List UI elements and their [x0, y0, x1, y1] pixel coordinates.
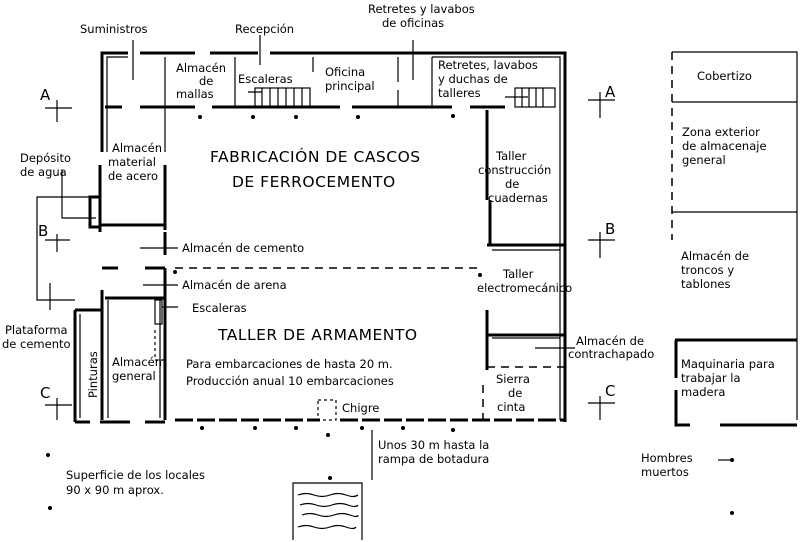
label-superficie: Superficie de los locales: [66, 468, 205, 482]
section-c-right: C: [605, 382, 615, 400]
label-escaleras-left: Escaleras: [192, 301, 247, 315]
svg-text:de acero: de acero: [108, 169, 158, 183]
label-plataforma: Plataforma: [5, 323, 68, 337]
launch-ramp-pond: [292, 482, 363, 540]
section-c-left: C: [40, 384, 50, 402]
water-tank: [36, 170, 102, 310]
label-almacen-contrachapado: Almacén de: [576, 334, 644, 348]
svg-text:de agua: de agua: [20, 165, 67, 179]
svg-text:90 x 90 m aprox.: 90 x 90 m aprox.: [66, 483, 164, 497]
svg-text:material: material: [108, 155, 156, 169]
section-markers: A B C A B C: [38, 83, 616, 420]
label-pinturas: Pinturas: [86, 351, 100, 398]
svg-text:de: de: [508, 386, 522, 400]
section-b-left: B: [38, 222, 48, 240]
label-sierra-cinta: Sierra: [496, 372, 530, 386]
svg-text:de cemento: de cemento: [2, 337, 71, 351]
label-taller-cuadernas: Taller: [495, 149, 527, 163]
svg-text:talleres: talleres: [438, 86, 481, 100]
svg-text:rampa de botadura: rampa de botadura: [378, 452, 489, 466]
svg-text:tablones: tablones: [681, 277, 730, 291]
label-almacen-cemento: Almacén de cemento: [182, 241, 304, 255]
svg-text:electromecánico: electromecánico: [477, 281, 572, 295]
svg-text:de oficinas: de oficinas: [382, 16, 444, 30]
svg-text:cuadernas: cuadernas: [488, 191, 548, 205]
label-almacen-acero: Almacén: [112, 141, 162, 155]
section-a-right: A: [605, 83, 616, 101]
svg-text:de: de: [199, 74, 213, 88]
label-taller-electromecanico: Taller: [502, 267, 534, 281]
label-almacen-mallas: Almacén: [176, 61, 226, 75]
stairs-top: [248, 87, 556, 108]
title-line2: DE FERROCEMENTO: [232, 173, 396, 191]
label-almacen-arena: Almacén de arena: [182, 278, 287, 292]
svg-text:construcción: construcción: [478, 163, 551, 177]
chigre-box: [317, 399, 337, 421]
svg-text:de: de: [505, 177, 519, 191]
svg-text:troncos y: troncos y: [681, 263, 734, 277]
label-rampa: Unos 30 m hasta la: [378, 438, 489, 452]
main-building-walls: [36, 35, 575, 480]
label-zona-exterior: Zona exterior: [682, 125, 760, 139]
label-almacen-troncos: Almacén de: [681, 249, 749, 263]
svg-text:general: general: [682, 153, 726, 167]
label-retretes-talleres: Retretes, lavabos: [438, 58, 538, 72]
label-cobertizo: Cobertizo: [697, 69, 752, 83]
svg-text:muertos: muertos: [641, 465, 689, 479]
label-chigre: Chigre: [342, 401, 379, 415]
svg-text:y duchas de: y duchas de: [438, 72, 508, 86]
timber-building: [671, 51, 798, 461]
svg-text:mallas: mallas: [176, 87, 214, 101]
armament-line2: Producción anual 10 embarcaciones: [186, 374, 394, 388]
label-retretes-oficinas: Retretes y lavabos: [368, 2, 475, 16]
svg-text:trabajar la: trabajar la: [681, 371, 741, 385]
svg-text:contrachapado: contrachapado: [568, 347, 654, 361]
title-line1: FABRICACIÓN DE CASCOS: [210, 147, 421, 166]
section-b-right: B: [605, 220, 615, 238]
svg-text:madera: madera: [681, 385, 725, 399]
section-a-left: A: [40, 86, 51, 104]
columns: [46, 114, 734, 515]
label-deposito-agua: Depósito: [20, 151, 71, 165]
armament-line1: Para embarcaciones de hasta 20 m.: [186, 357, 393, 371]
svg-text:general: general: [112, 369, 156, 383]
label-suministros: Suministros: [80, 22, 147, 36]
label-oficina: Oficina: [325, 65, 365, 79]
label-maquinaria: Maquinaria para: [681, 357, 775, 371]
label-almacen-general: Almacén: [112, 355, 162, 369]
svg-text:cinta: cinta: [497, 400, 525, 414]
label-escaleras-top: Escaleras: [238, 72, 293, 86]
label-hombres-muertos: Hombres: [641, 451, 693, 465]
svg-text:principal: principal: [325, 79, 375, 93]
svg-text:de almacenaje: de almacenaje: [682, 139, 767, 153]
label-recepcion: Recepción: [235, 22, 294, 36]
armament-title: TALLER DE ARMAMENTO: [217, 326, 418, 344]
